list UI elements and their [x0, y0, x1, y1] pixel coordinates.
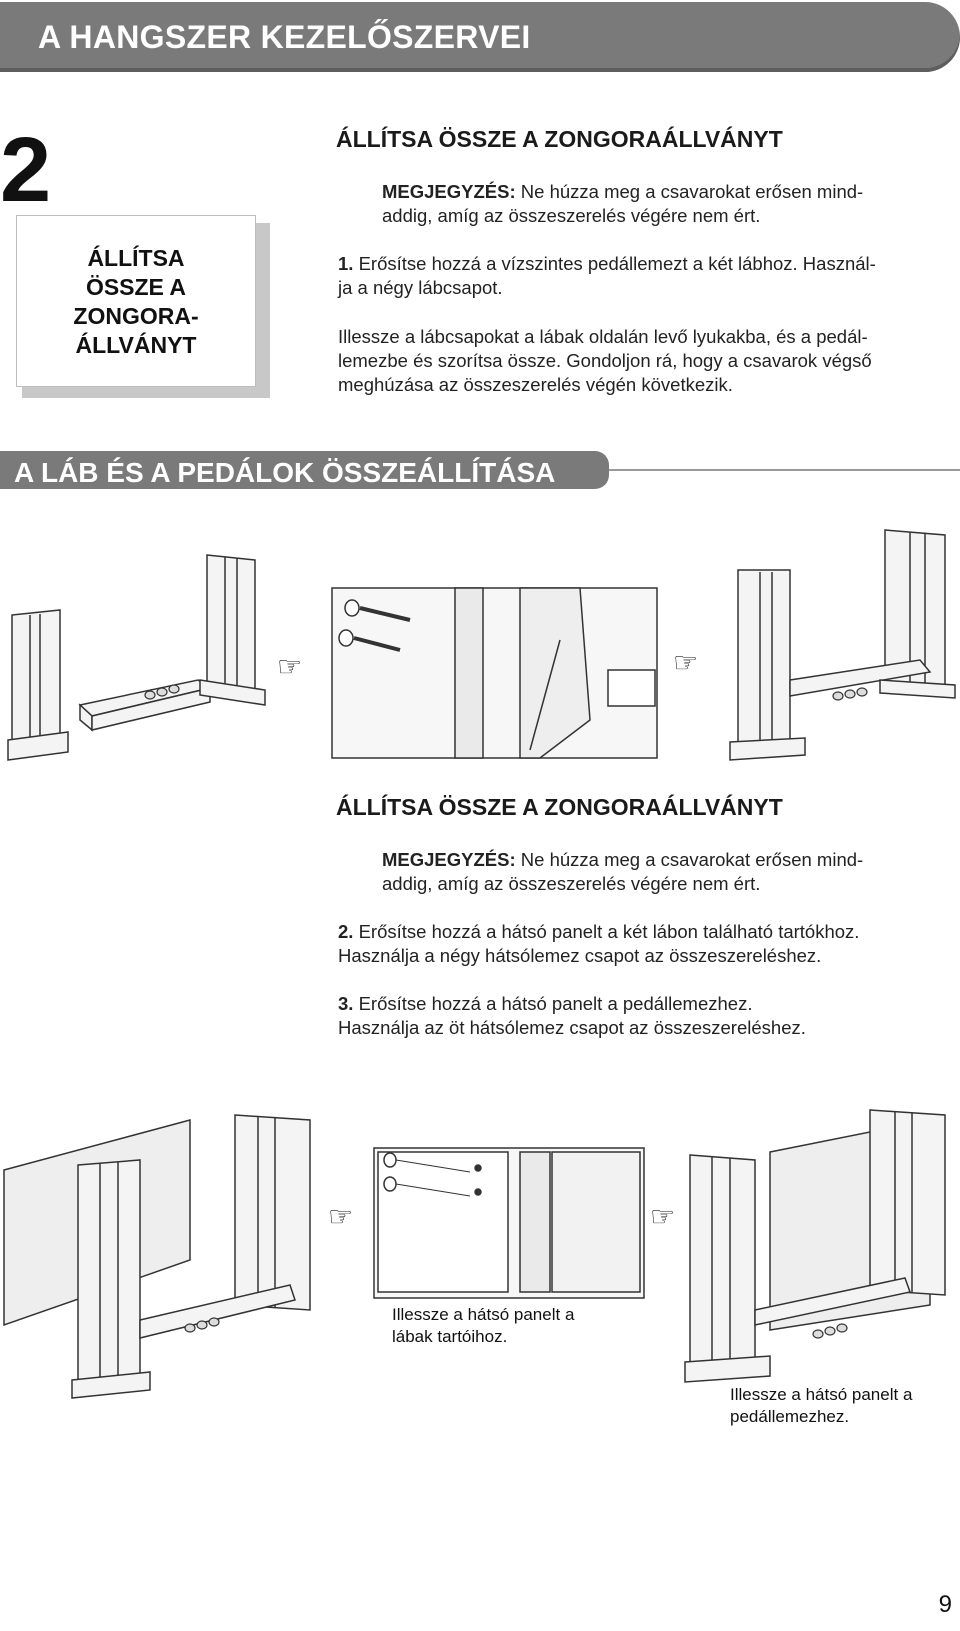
caption-line: Illessze a hátsó panelt a — [730, 1385, 913, 1404]
caption-line: Illessze a hátsó panelt a — [392, 1305, 575, 1324]
note-text: addig, amíg az összeszerelés végére nem … — [382, 205, 761, 226]
header-bar: A HANGSZER KEZELŐSZERVEI — [0, 2, 960, 72]
side-box-line: ÖSSZE A — [85, 274, 187, 300]
caption-line: pedállemezhez. — [730, 1407, 850, 1426]
note-label: MEGJEGYZÉS: — [382, 181, 516, 202]
side-box — [16, 215, 256, 387]
pointing-hand-icon: ☞ — [650, 1201, 676, 1232]
note-text: addig, amíg az összeszerelés végére nem … — [382, 873, 761, 894]
step-num: 2. — [338, 921, 354, 942]
step-text: Használja a négy hátsólemez csapot az ös… — [338, 945, 822, 966]
banner-title: A LÁB ÉS A PEDÁLOK ÖSSZEÁLLÍTÁSA — [14, 457, 556, 488]
section2-title: ÁLLÍTSA ÖSSZE A ZONGORAÁLLVÁNYT — [336, 794, 783, 820]
section1-title: ÁLLÍTSA ÖSSZE A ZONGORAÁLLVÁNYT — [336, 126, 783, 152]
header-title: A HANGSZER KEZELŐSZERVEI — [38, 19, 531, 55]
step-text: Erősítse hozzá a hátsó panelt a pedállem… — [353, 993, 753, 1014]
pointing-hand-icon: ☞ — [673, 647, 699, 678]
para-line: meghúzása az összeszerelés végén követke… — [338, 374, 733, 395]
para-line: lemezbe és szorítsa össze. Gondoljon rá,… — [338, 350, 872, 371]
side-box-line: ÁLLVÁNYT — [75, 332, 197, 358]
para-line: Illessze a lábcsapokat a lábak oldalán l… — [338, 326, 868, 347]
side-box-line: ÁLLÍTSA — [87, 245, 185, 271]
section1-step1: 1. Erősítse hozzá a vízszintes pedálleme… — [338, 252, 876, 300]
section-banner: A LÁB ÉS A PEDÁLOK ÖSSZEÁLLÍTÁSA — [0, 451, 609, 489]
section2-note: MEGJEGYZÉS: Ne húzza meg a csavarokat er… — [382, 848, 863, 896]
caption-line: lábak tartóihoz. — [392, 1327, 508, 1346]
section1-note: MEGJEGYZÉS: Ne húzza meg a csavarokat er… — [382, 180, 863, 228]
banner-rule — [609, 469, 960, 471]
note-text: Ne húzza meg a csavarokat erősen mind- — [515, 181, 864, 202]
section1-paragraph: Illessze a lábcsapokat a lábak oldalán l… — [338, 325, 872, 397]
step-num: 3. — [338, 993, 354, 1014]
page-number: 9 — [938, 1591, 952, 1618]
step-text: Használja az öt hátsólemez csapot az öss… — [338, 1017, 806, 1038]
step-number: 2 — [0, 119, 51, 221]
caption-2: Illessze a hátsó panelt a pedállemezhez. — [730, 1384, 913, 1428]
section2-step3: 3. Erősítse hozzá a hátsó panelt a pedál… — [338, 992, 806, 1040]
step-num: 1. — [338, 253, 354, 274]
leg-pedal-illustration — [0, 520, 960, 761]
pointing-hand-icon: ☞ — [328, 1201, 354, 1232]
pointing-hand-icon: ☞ — [277, 651, 303, 682]
section2-step2: 2. Erősítse hozzá a hátsó panelt a két l… — [338, 920, 859, 968]
step-text: Erősítse hozzá a vízszintes pedállemezt … — [353, 253, 876, 274]
side-box-title: ÁLLÍTSA ÖSSZE A ZONGORA- ÁLLVÁNYT — [16, 244, 256, 360]
step-text: Erősítse hozzá a hátsó panelt a két lábo… — [353, 921, 860, 942]
back-panel-illustration — [3, 1109, 946, 1399]
side-box-line: ZONGORA- — [73, 303, 199, 329]
note-label: MEGJEGYZÉS: — [382, 849, 516, 870]
note-text: Ne húzza meg a csavarokat erősen mind- — [515, 849, 864, 870]
step-text: ja a négy lábcsapot. — [338, 277, 503, 298]
caption-1: Illessze a hátsó panelt a lábak tartóiho… — [392, 1304, 575, 1348]
